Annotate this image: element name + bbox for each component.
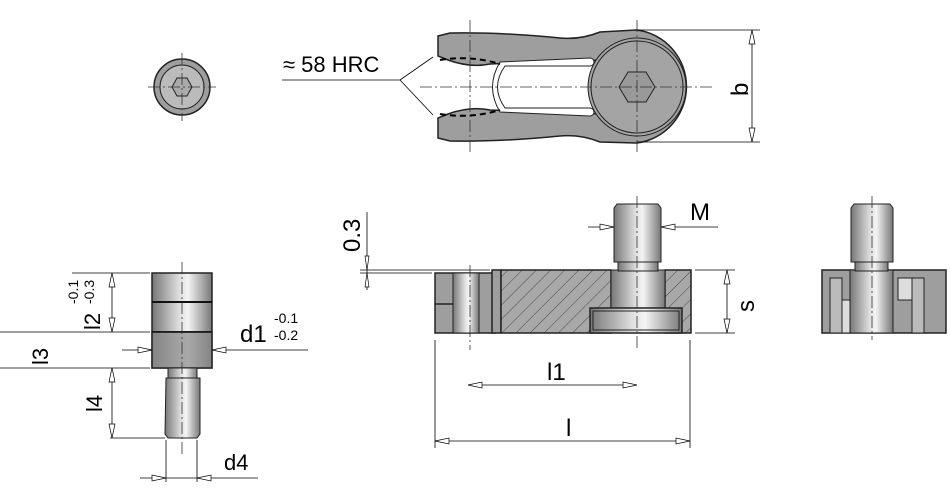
clamp-top-view [420, 20, 715, 155]
clamp-section-view [434, 196, 692, 350]
hardness-callout: ≈ 58 HRC [282, 52, 434, 116]
dimension-b: b [637, 29, 760, 143]
pin-top-view [148, 53, 216, 121]
hardness-label: ≈ 58 HRC [283, 52, 380, 77]
pin-dimensions: l2 -0.1 -0.3 l3 l4 d1 -0.1 -0.2 d4 [0, 272, 308, 482]
height-s-label: s [733, 300, 760, 312]
d1-tolerance-upper: -0.1 [274, 310, 298, 326]
pin-side-view [151, 262, 213, 455]
l3-label: l3 [28, 348, 53, 365]
d4-label: d4 [224, 450, 248, 475]
thread-M-label: M [690, 199, 710, 226]
d1-label: d1 [240, 321, 267, 348]
l2-label: l2 [80, 313, 105, 330]
d1-tolerance-lower: -0.2 [274, 327, 298, 343]
clamp-side-view [821, 196, 947, 340]
l2-tolerance-lower: -0.3 [81, 280, 97, 304]
section-dimensions: 0.3 M s l1 l [339, 199, 760, 448]
dimension-b-label: b [727, 83, 754, 96]
l-label: l [566, 415, 571, 442]
l1-label: l1 [547, 359, 566, 386]
l4-label: l4 [82, 395, 107, 412]
l2-tolerance-upper: -0.1 [65, 280, 81, 304]
offset-0.3-label: 0.3 [339, 219, 366, 252]
